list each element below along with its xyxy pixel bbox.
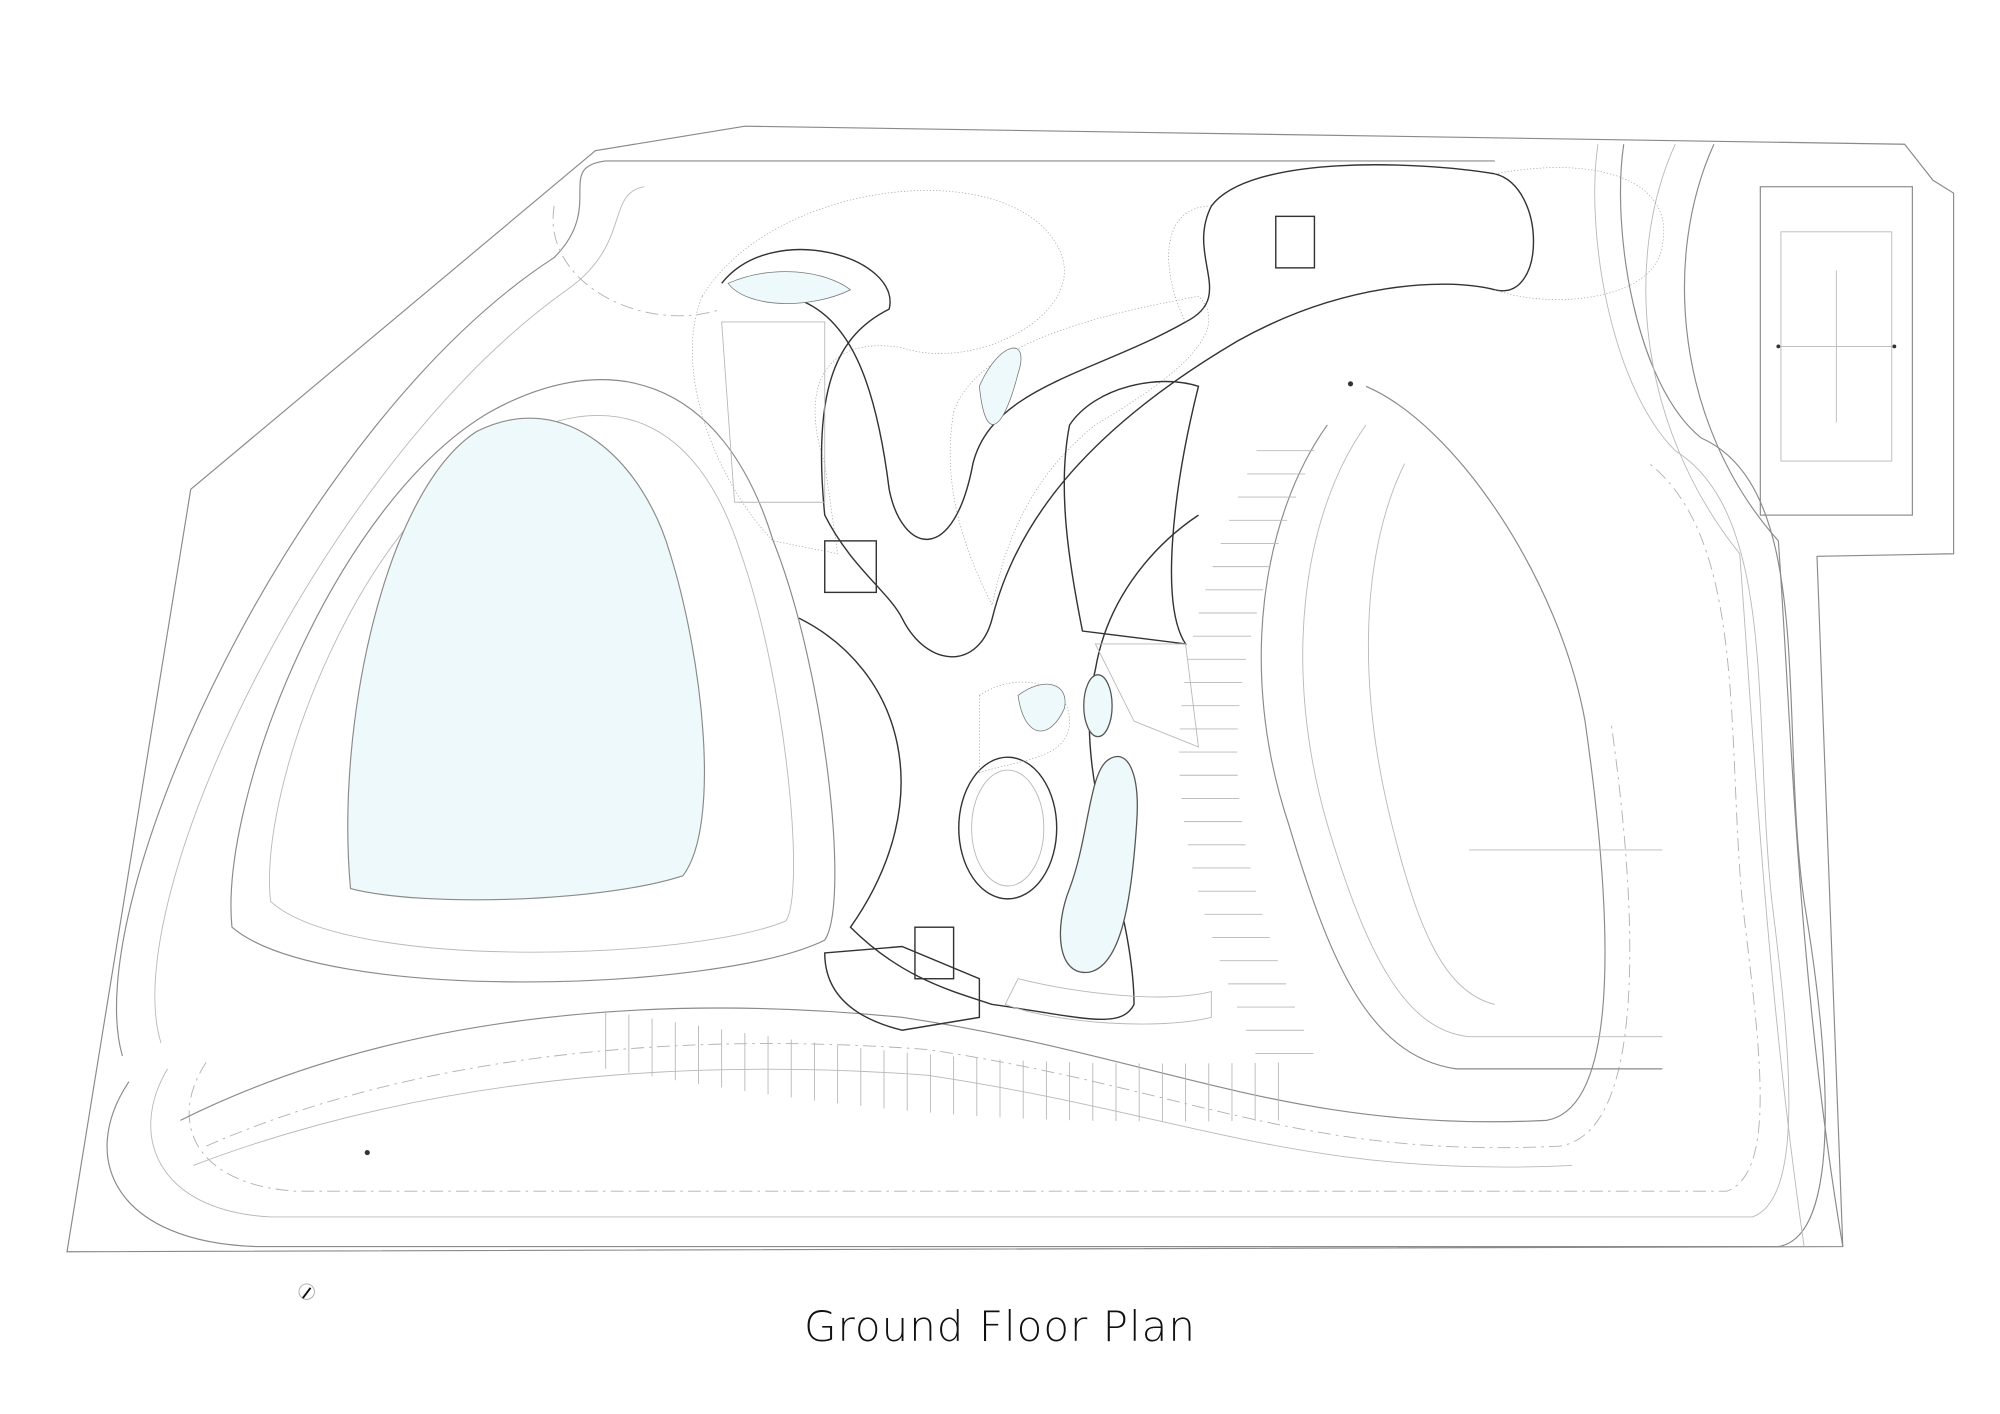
site-boundary [66, 125, 1955, 1253]
building-footprint [692, 164, 1665, 1031]
north-arrow-icon [298, 1283, 315, 1300]
drawing-title: Ground Floor Plan [803, 1302, 1197, 1351]
water-feature-south [1017, 683, 1066, 732]
survey-point [1347, 381, 1354, 387]
tennis-court [1759, 186, 1913, 516]
survey-point [364, 1150, 370, 1156]
water-feature-middle [978, 347, 1022, 425]
water-feature-north [727, 271, 852, 304]
parking-rows [605, 450, 1315, 1122]
landscape-contours [106, 143, 1844, 1248]
pool-center [1059, 755, 1138, 973]
pond-left [347, 417, 705, 901]
pool-small [1083, 674, 1113, 738]
